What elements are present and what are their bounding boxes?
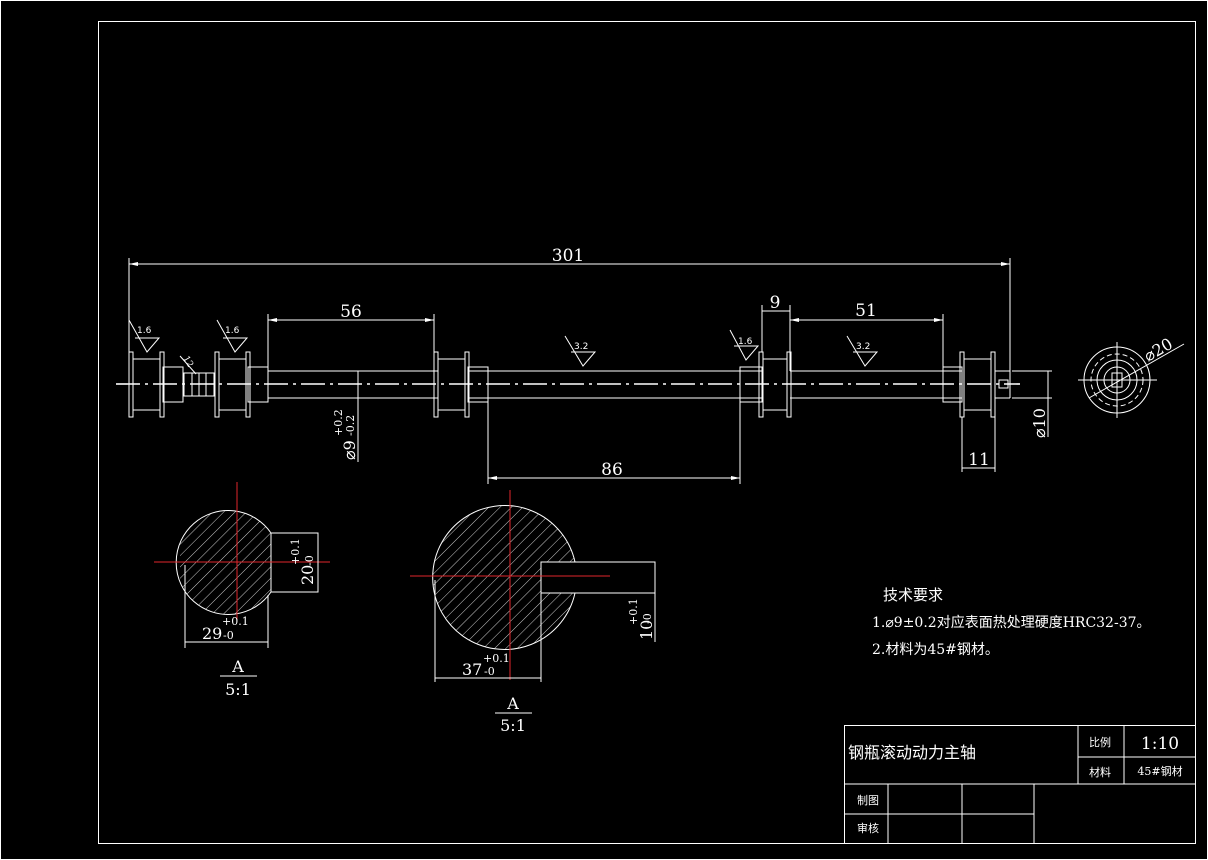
sec-a-height-lower: -0 [303, 555, 316, 566]
roughness-symbol-1 [128, 319, 161, 353]
title-block [844, 725, 1196, 844]
shaft-main-view: 12 [116, 351, 1020, 418]
roughness-3-value: 3.2 [574, 342, 588, 352]
part-name: 钢瓶滚动动力主轴 [848, 743, 976, 762]
sec-b-height-upper: +0.1 [627, 598, 640, 625]
section-a-right [410, 490, 656, 682]
section-a-left [154, 482, 330, 648]
dim-dia20-label: ⌀20 [1141, 334, 1176, 365]
sec-b-scale: 5:1 [500, 716, 526, 735]
dim-11-label: 11 [968, 450, 990, 470]
dim-86-label: 86 [601, 460, 623, 480]
dim-301-label: 301 [552, 246, 584, 266]
dim-dia9-tol-lower: -0.2 [344, 415, 357, 436]
sec-b-width-upper: +0.1 [483, 652, 510, 665]
sec-b-height: 10 [637, 620, 656, 640]
sec-a-label: A [231, 657, 244, 676]
dimension-51 [789, 314, 944, 371]
roughness-5-value: 3.2 [856, 342, 870, 352]
dim-51-label: 51 [855, 301, 877, 321]
sec-a-scale: 5:1 [225, 680, 251, 699]
roughness-4-value: 1.6 [738, 337, 753, 347]
roughness-1-value: 1.6 [137, 326, 152, 336]
dim-dia10-label: ⌀10 [1030, 408, 1049, 438]
dim-dia9-label: ⌀9 [340, 440, 359, 460]
dimension-56 [267, 314, 435, 367]
sec-a-width: 29 [202, 624, 222, 643]
dim-56-label: 56 [340, 302, 362, 322]
pulley-end-view [1078, 342, 1185, 418]
material-label: 材料 [1089, 765, 1111, 779]
drawn-label: 制图 [857, 794, 879, 807]
scale-label: 比例 [1089, 735, 1111, 749]
sec-a-width-lower: -0 [223, 629, 234, 642]
dimension-86 [487, 402, 741, 484]
dimension-301 [128, 258, 1011, 371]
sec-a-height: 20 [298, 565, 317, 585]
sec-b-width-lower: -0 [484, 665, 495, 678]
drawing-frame [98, 21, 1196, 844]
dim-dia9-tol-upper: +0.2 [332, 409, 345, 436]
tech-req-title: 技术要求 [883, 586, 943, 604]
dim-small-flat: 12 [180, 354, 194, 369]
roughness-symbol-5 [846, 335, 879, 367]
dimension-dia10 [1012, 370, 1052, 437]
roughness-symbol-3 [564, 335, 597, 367]
roughness-symbol-2 [216, 319, 249, 353]
sec-b-label: A [506, 694, 519, 713]
sec-b-height-lower: -0 [641, 613, 654, 624]
tech-req-item-2: 2.材料为45#钢材。 [872, 642, 999, 658]
scale-value: 1:10 [1141, 734, 1179, 754]
dim-9-label: 9 [770, 293, 781, 313]
sec-b-width: 37 [462, 660, 482, 679]
sec-a-width-upper: +0.1 [222, 615, 249, 628]
roughness-2-value: 1.6 [225, 326, 240, 336]
sec-a-height-upper: +0.1 [289, 538, 302, 565]
checked-label: 审核 [857, 821, 879, 835]
material-value: 45#钢材 [1137, 764, 1182, 778]
roughness-symbol-4 [729, 329, 760, 361]
dimension-11 [961, 417, 996, 472]
tech-req-item-1: 1.⌀9±0.2对应表面热处理硬度HRC32-37。 [872, 614, 1151, 631]
